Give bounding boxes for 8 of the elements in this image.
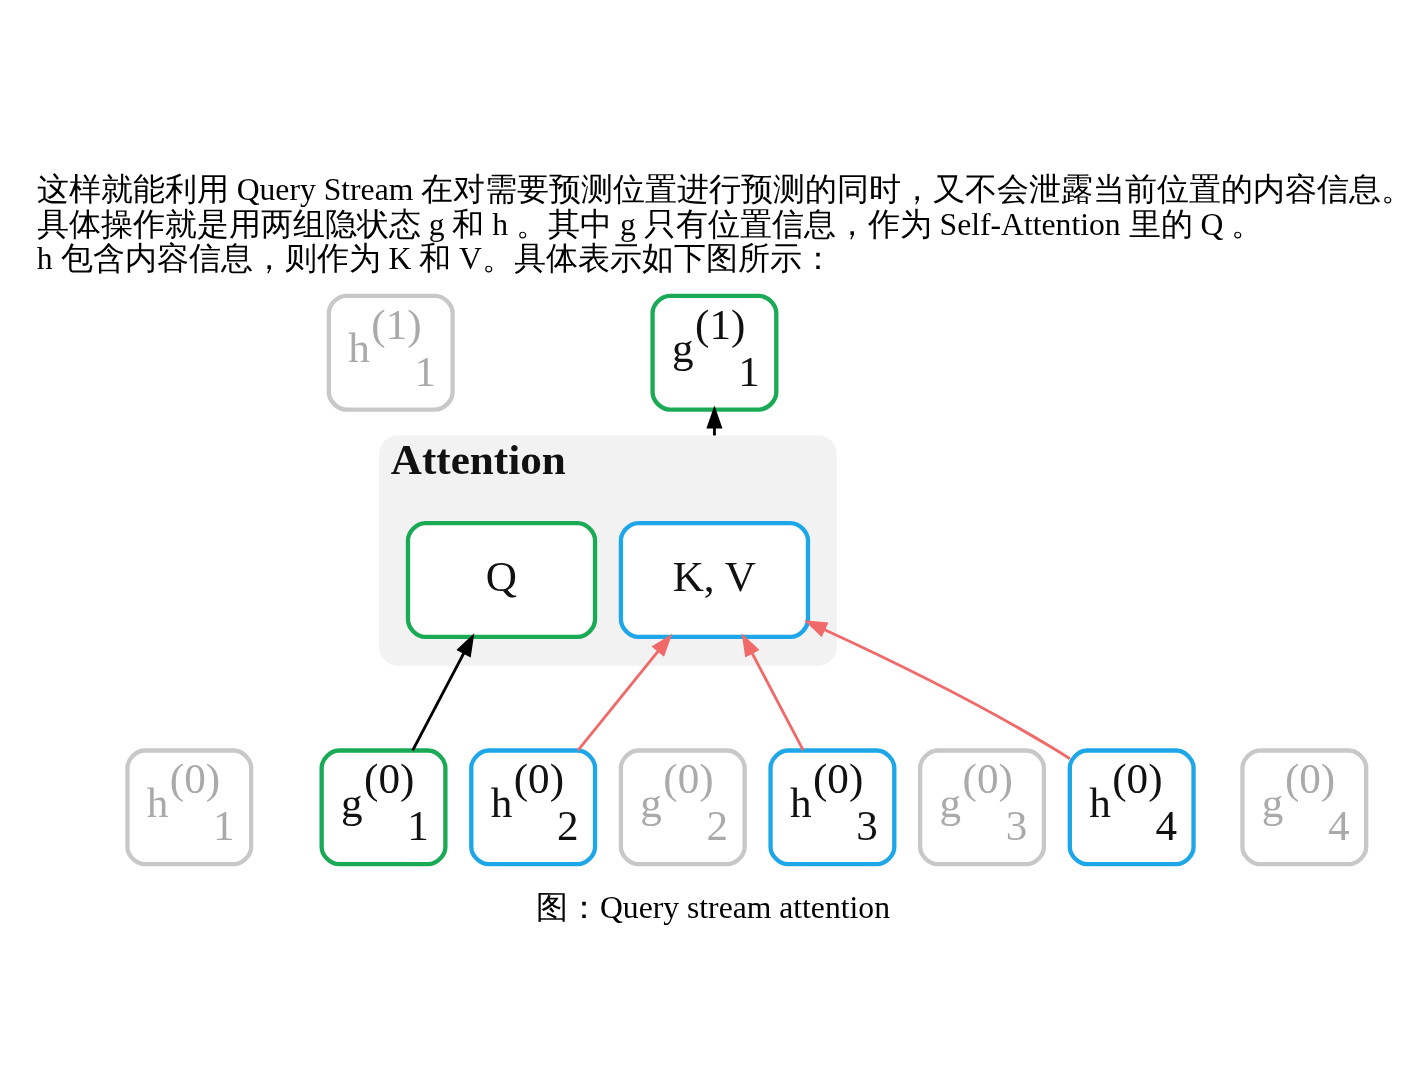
node-box: Q [405,520,598,639]
arrow [741,632,805,751]
caption: 图：Query stream attention [536,889,890,925]
arrow [804,619,1071,760]
node-box: K, V [618,520,811,639]
arrow [576,633,673,751]
label: 这样就能利用 Query Stream 在对需要预测位置进行预测的同时，又不会泄露当前位置的内容信息。具体操作就是用两组隐状态 g 和 h 。其中 g 只有位置信息，作为 Self-Attention 里的 Q 。 h 包含内容信息，则作为 K 和 V。具体表示如下图所示： [36,171,1414,276]
arrow [411,632,475,751]
